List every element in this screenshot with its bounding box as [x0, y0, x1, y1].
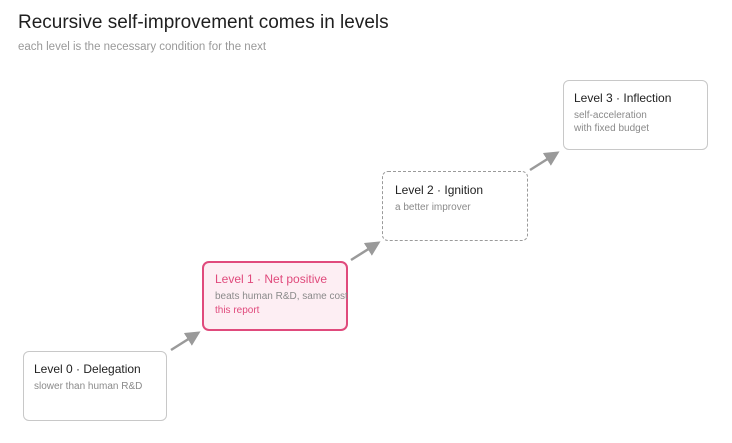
level-1-name: Level 1 · Net positive [215, 272, 328, 286]
level-3-name: Level 3 · Inflection [574, 91, 672, 105]
level-1-desc: beats human R&D, same cost [215, 291, 348, 302]
level-3-desc-line-1: self-acceleration [574, 110, 647, 121]
diagram-subtitle: each level is the necessary condition fo… [18, 41, 267, 53]
level-1-box: Level 1 · Net positive beats human R&D, … [202, 261, 348, 331]
arrow-level0-to-level1 [170, 331, 201, 352]
level-2-box: Level 2 · Ignition a better improver [382, 171, 528, 241]
diagram-title: Recursive self-improvement comes in leve… [18, 12, 389, 33]
level-0-desc: slower than human R&D [34, 381, 143, 392]
level-2-name: Level 2 · Ignition [395, 183, 484, 197]
level-0-name: Level 0 · Delegation [34, 362, 141, 376]
arrow-level2-to-level3 [529, 151, 560, 172]
level-3-desc-line-2: with fixed budget [574, 123, 650, 134]
arrow-level1-to-level2 [350, 241, 381, 262]
level-0-box: Level 0 · Delegation slower than human R… [23, 351, 167, 421]
level-1-note: this report [215, 305, 260, 316]
level-2-desc: a better improver [395, 202, 471, 213]
level-3-box: Level 3 · Inflection self-acceleration w… [563, 80, 708, 150]
